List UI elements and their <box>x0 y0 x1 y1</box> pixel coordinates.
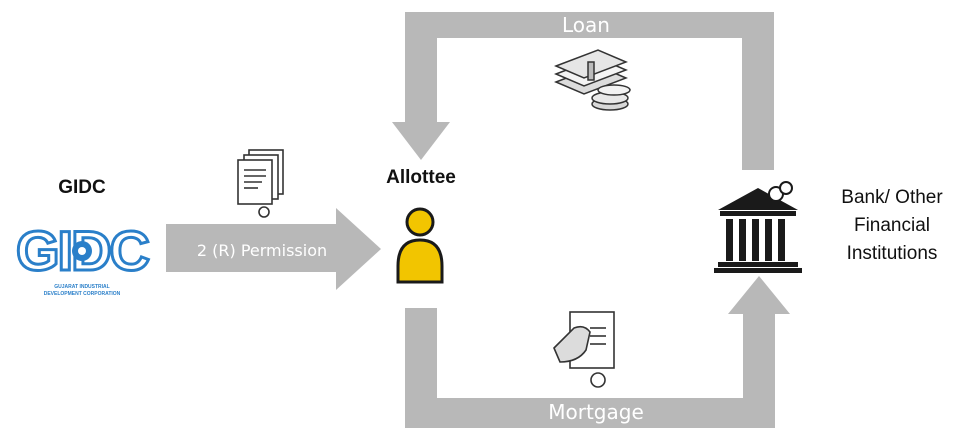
bank-label-line1: Bank/ Other <box>841 187 943 208</box>
person-icon <box>396 207 444 284</box>
mortgage-document-icon <box>553 311 615 388</box>
money-cash-coins-icon <box>554 49 631 111</box>
document-certificate-icon <box>237 149 284 218</box>
gidc-logo-gear-icon <box>72 241 92 261</box>
loan-label: Loan <box>562 13 610 37</box>
gidc-logo-caption-1: GUJARAT INDUSTRIAL <box>54 284 109 290</box>
loan-arrow <box>392 12 774 170</box>
bank-label-line3: Institutions <box>847 243 938 264</box>
bank-label-line2: Financial <box>854 215 930 236</box>
allottee-title: Allottee <box>386 167 456 188</box>
gidc-logo: GIDC GUJARAT INDUSTRIAL DEVELOPMENT CORP… <box>15 218 153 298</box>
mortgage-label: Mortgage <box>548 400 644 424</box>
bank-building-icon <box>714 181 802 273</box>
permission-label: 2 (R) Permission <box>197 241 327 260</box>
permission-arrow <box>166 208 381 290</box>
gidc-title: GIDC <box>58 177 106 198</box>
mortgage-arrow <box>405 276 790 428</box>
gidc-logo-caption-2: DEVELOPMENT CORPORATION <box>44 291 121 297</box>
